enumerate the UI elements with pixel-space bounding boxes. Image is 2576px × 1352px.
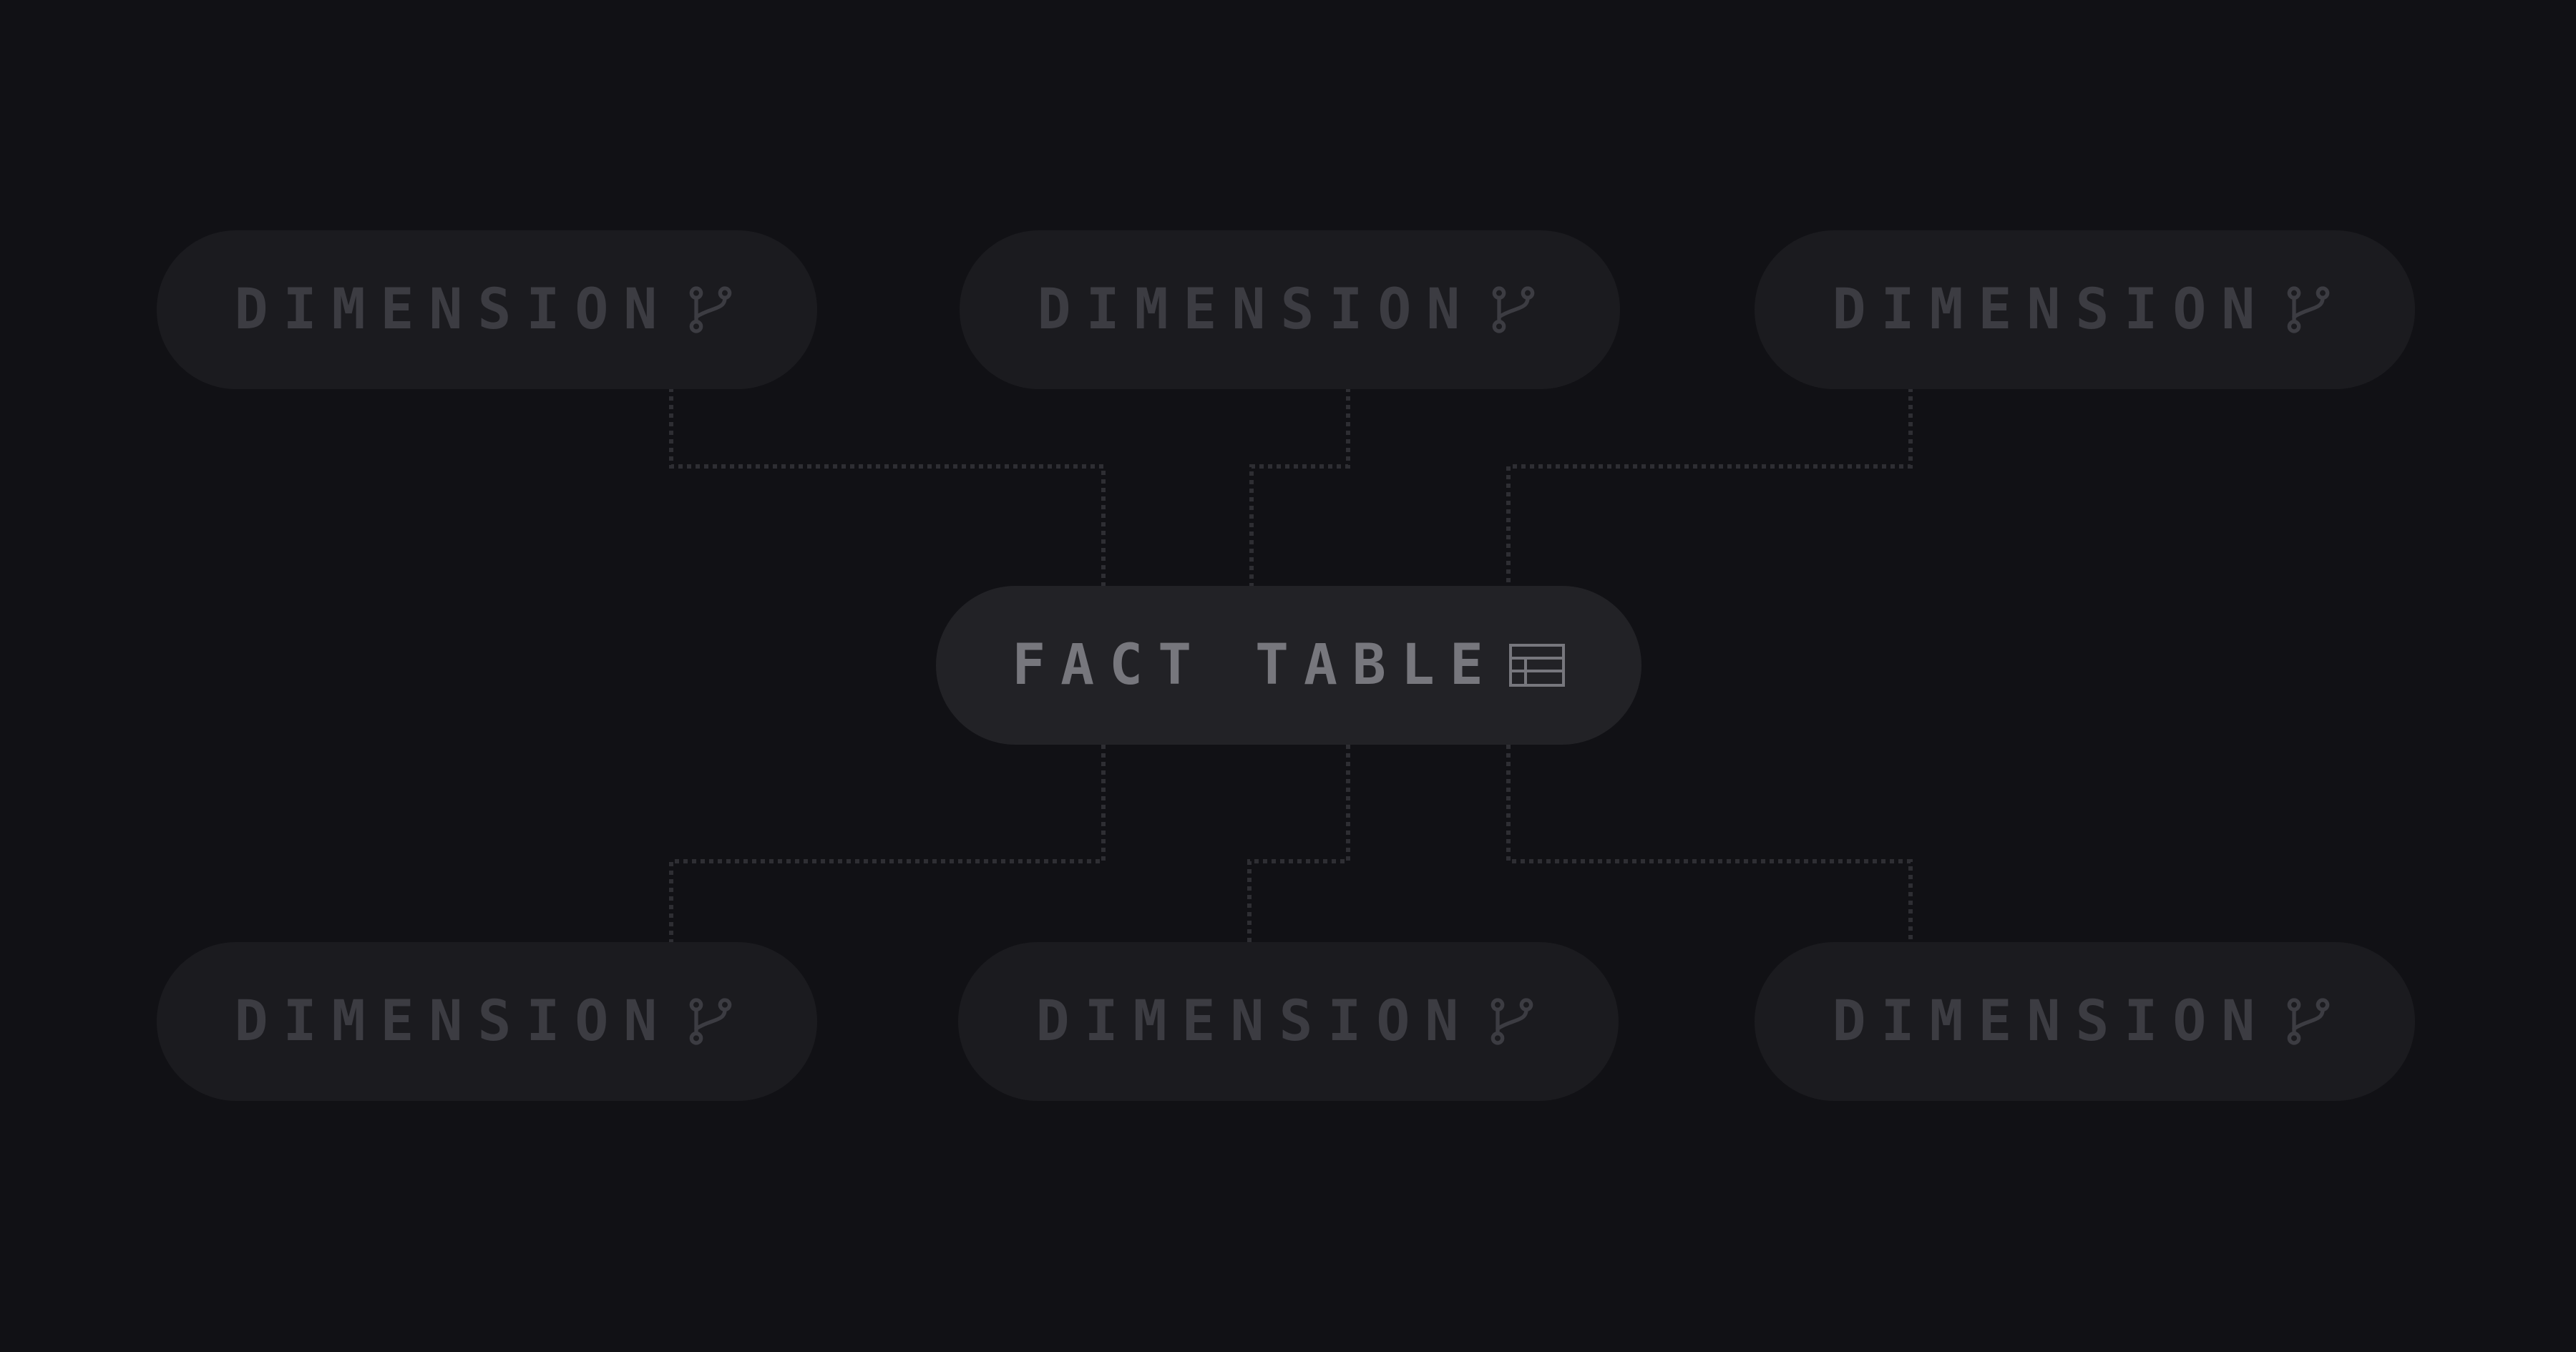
fact-table-label: FACT TABLE <box>1012 633 1498 697</box>
dimension-label: DIMENSION <box>1035 989 1474 1054</box>
git-branch-icon <box>2280 281 2337 338</box>
dimension-label: DIMENSION <box>1832 278 2270 342</box>
dimension-node[interactable]: DIMENSION <box>1755 230 2415 389</box>
dimension-label: DIMENSION <box>1832 989 2270 1054</box>
dimension-node[interactable]: DIMENSION <box>157 230 817 389</box>
git-branch-icon <box>682 281 739 338</box>
connector-line <box>1506 388 1913 586</box>
connector-line <box>1247 745 1350 942</box>
git-branch-icon <box>1485 281 1542 338</box>
connector-line <box>1249 388 1350 586</box>
git-branch-icon <box>2280 993 2337 1050</box>
connector-line <box>669 745 1106 942</box>
git-branch-icon <box>1483 993 1541 1050</box>
git-branch-icon <box>682 993 739 1050</box>
dimension-label: DIMENSION <box>234 989 673 1054</box>
dimension-node[interactable]: DIMENSION <box>157 942 817 1101</box>
dimension-label: DIMENSION <box>234 278 673 342</box>
table-icon <box>1508 642 1566 688</box>
dimension-node[interactable]: DIMENSION <box>1755 942 2415 1101</box>
connector-line <box>669 388 1106 586</box>
connector-line <box>1506 745 1913 942</box>
dimension-node[interactable]: DIMENSION <box>960 230 1620 389</box>
dimension-node[interactable]: DIMENSION <box>958 942 1619 1101</box>
fact-table-node[interactable]: FACT TABLE <box>936 586 1641 745</box>
dimension-label: DIMENSION <box>1037 278 1475 342</box>
